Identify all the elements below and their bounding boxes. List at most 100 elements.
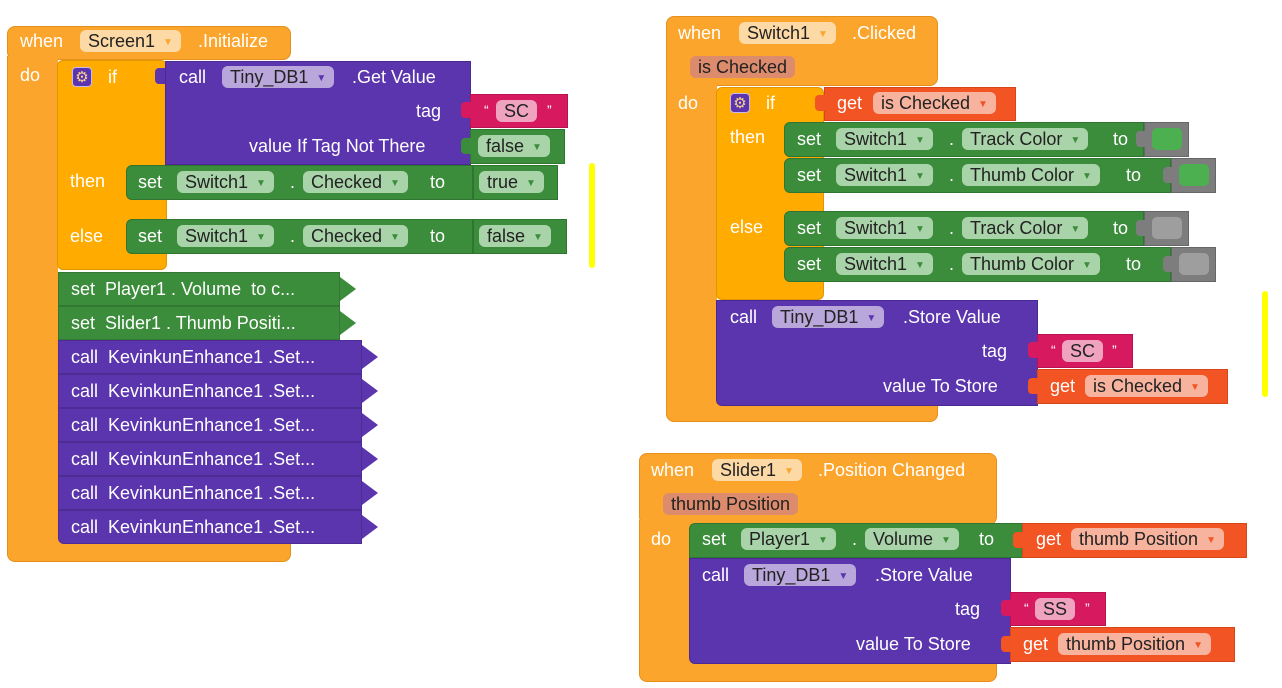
collapsed-block[interactable]	[58, 340, 362, 374]
tinydb-dropdown[interactable]: Tiny_DB1▼	[744, 564, 857, 586]
color-swatch[interactable]	[1179, 164, 1209, 186]
set-label: set	[797, 165, 822, 185]
tag-label: tag	[955, 599, 981, 619]
get-label: get	[1023, 634, 1049, 654]
collapsed-jag-edge	[362, 447, 378, 471]
component-dropdown[interactable]: Switch1▼	[177, 171, 274, 193]
get-label: get	[1050, 376, 1076, 396]
dropdown-arrow-icon: ▼	[818, 535, 828, 546]
property-label: Track Color	[970, 218, 1063, 238]
boolean-dropdown[interactable]: true▼	[479, 171, 544, 193]
property-label: Thumb Color	[970, 165, 1075, 185]
component-dropdown[interactable]: Player1▼	[741, 528, 836, 550]
dropdown-arrow-icon: ▼	[526, 178, 536, 189]
variable-dropdown[interactable]: is Checked▼	[873, 92, 996, 114]
color-swatch[interactable]	[1152, 217, 1182, 239]
component-dropdown[interactable]: Switch1▼	[836, 164, 933, 186]
to-label: to	[1126, 165, 1142, 185]
collapsed-block[interactable]	[58, 408, 362, 442]
event-name: .Position Changed	[818, 460, 966, 480]
boolean-dropdown[interactable]: false▼	[479, 225, 551, 247]
to-label: to	[979, 529, 995, 549]
set-label: set	[797, 129, 822, 149]
then-label: then	[70, 171, 106, 191]
annotation-bracket	[589, 163, 595, 268]
tag-label: tag	[982, 341, 1008, 361]
property-dropdown[interactable]: Track Color ▼	[962, 217, 1089, 239]
property-dropdown[interactable]: Thumb Color▼	[962, 253, 1100, 275]
quote-close: ”	[1112, 342, 1117, 358]
variable-dropdown[interactable]: thumb Position▼	[1071, 528, 1224, 550]
call-label: call	[179, 67, 207, 87]
tinydb-dropdown-label: Tiny_DB1	[780, 307, 859, 327]
boolean-dropdown[interactable]: false▼	[478, 135, 550, 157]
property-dropdown[interactable]: Checked▼	[303, 225, 408, 247]
collapsed-block[interactable]	[58, 442, 362, 476]
do-label: do	[20, 65, 41, 85]
property-dropdown[interactable]: Volume▼	[865, 528, 959, 550]
component-dropdown[interactable]: Switch1▼	[836, 128, 933, 150]
value-label: value To Store	[856, 634, 971, 654]
property-label: Thumb Color	[970, 254, 1075, 274]
slider1-dropdown[interactable]: Slider1▼	[712, 459, 802, 481]
mutator-gear-icon[interactable]: ⚙	[72, 67, 92, 87]
dropdown-arrow-icon: ▼	[256, 178, 266, 189]
tinydb-dropdown[interactable]: Tiny_DB1▼	[772, 306, 885, 328]
variable-dropdown[interactable]: thumb Position▼	[1058, 633, 1211, 655]
switch1-dropdown[interactable]: Switch1▼	[739, 22, 836, 44]
dot-label: .	[852, 529, 858, 549]
property-dropdown[interactable]: Track Color▼	[962, 128, 1089, 150]
dropdown-arrow-icon: ▼	[1070, 224, 1081, 235]
collapsed-block[interactable]	[58, 374, 362, 408]
collapsed-block[interactable]	[58, 306, 340, 340]
component-dropdown[interactable]: Switch1▼	[836, 217, 933, 239]
tinydb-dropdown[interactable]: Tiny_DB1▼	[222, 66, 335, 88]
variable-dropdown[interactable]: is Checked▼	[1085, 375, 1208, 397]
set-label: set	[702, 529, 727, 549]
dropdown-arrow-icon: ▼	[1206, 535, 1216, 546]
screen1-dropdown[interactable]: Screen1▼	[80, 30, 181, 52]
dot-label: .	[290, 226, 296, 246]
collapsed-block[interactable]	[58, 476, 362, 510]
color-swatch[interactable]	[1179, 253, 1209, 275]
dropdown-arrow-icon: ▼	[915, 224, 925, 235]
collapsed-jag-edge	[362, 345, 378, 369]
text-value[interactable]: SS	[1035, 598, 1076, 620]
component-label: Switch1	[844, 165, 908, 185]
to-label: to	[1126, 254, 1142, 274]
mutator-gear-icon[interactable]: ⚙	[730, 93, 750, 113]
socket-tab	[461, 102, 471, 118]
color-swatch[interactable]	[1152, 128, 1182, 150]
collapsed-block-label: call KevinkunEnhance1 .Set...	[71, 517, 316, 537]
else-label: else	[730, 217, 764, 237]
collapsed-jag-edge	[340, 277, 356, 301]
collapsed-block[interactable]	[58, 510, 362, 544]
when-label: when	[678, 23, 722, 43]
dropdown-arrow-icon: ▼	[390, 232, 400, 243]
socket-tab	[1001, 636, 1011, 652]
method-name: .Get Value	[352, 67, 436, 87]
component-dropdown[interactable]: Switch1▼	[177, 225, 274, 247]
property-dropdown[interactable]: Thumb Color ▼	[962, 164, 1100, 186]
event-parameter[interactable]: thumb Position	[663, 493, 799, 515]
property-dropdown[interactable]: Checked▼	[303, 171, 408, 193]
dropdown-arrow-icon: ▼	[163, 37, 173, 48]
color-block[interactable]	[1144, 211, 1189, 246]
component-label: Switch1	[844, 254, 908, 274]
collapsed-jag-edge	[362, 481, 378, 505]
dropdown-arrow-icon: ▼	[915, 260, 925, 271]
value-socket	[155, 68, 165, 84]
dropdown-arrow-icon: ▼	[1070, 135, 1081, 146]
collapsed-block-label: set Slider1 . Thumb Positi...	[71, 313, 296, 333]
dropdown-arrow-icon: ▼	[1082, 171, 1092, 182]
to-label: to	[430, 226, 446, 246]
collapsed-block[interactable]	[58, 272, 340, 306]
dot-label: .	[290, 172, 296, 192]
text-value[interactable]: SC	[1062, 340, 1104, 362]
if-label: if	[108, 67, 117, 87]
text-value[interactable]: SC	[496, 100, 538, 122]
component-dropdown[interactable]: Switch1 ▼	[836, 253, 933, 275]
event-parameter[interactable]: is Checked	[690, 56, 796, 78]
collapsed-block-label: call KevinkunEnhance1 .Set...	[71, 483, 316, 503]
default-label: value If Tag Not There	[249, 136, 426, 156]
